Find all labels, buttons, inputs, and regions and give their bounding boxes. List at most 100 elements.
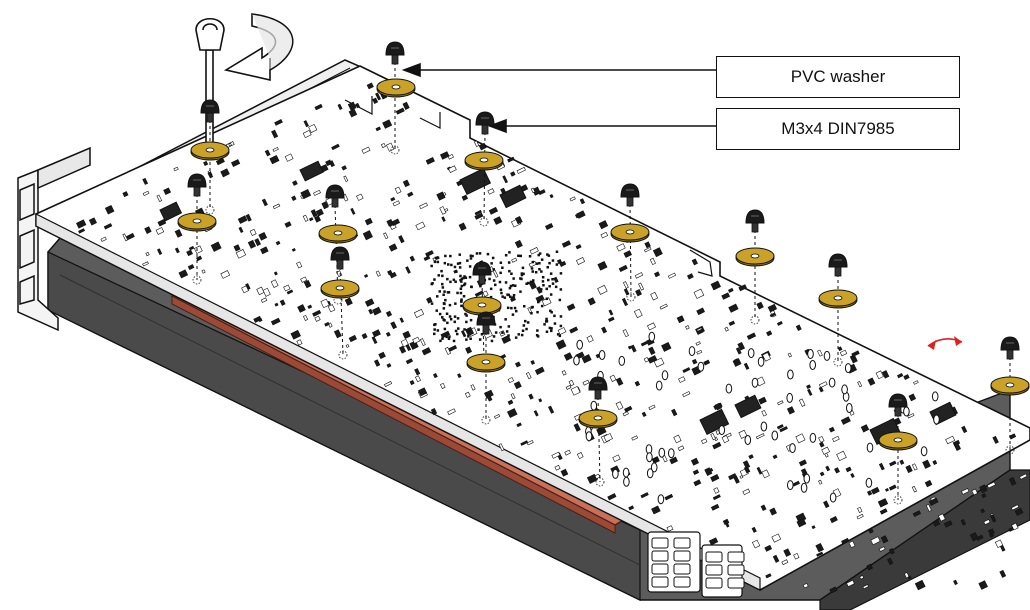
smd-component bbox=[343, 175, 349, 183]
smd-component bbox=[371, 329, 381, 338]
smd-component bbox=[676, 315, 685, 324]
gpu-core-pad bbox=[490, 262, 493, 265]
smd-component bbox=[430, 408, 438, 416]
smd-component bbox=[612, 454, 621, 463]
mount-hole-mark bbox=[481, 415, 491, 425]
gpu-core-pad bbox=[459, 291, 463, 295]
mount-hole-mark bbox=[338, 350, 348, 360]
smd-component bbox=[235, 249, 247, 259]
screw-icon bbox=[476, 311, 496, 335]
smd-component bbox=[356, 193, 364, 201]
gpu-core-pad bbox=[466, 259, 469, 262]
gpu-core-pad bbox=[501, 266, 504, 269]
smd-component bbox=[292, 180, 298, 186]
gpu-core-pad bbox=[550, 311, 553, 314]
gpu-core-pad bbox=[512, 277, 515, 280]
callout-arrows bbox=[401, 62, 716, 134]
smd-component bbox=[696, 307, 705, 316]
smd-component bbox=[279, 299, 286, 306]
gpu-core-pad bbox=[449, 254, 452, 258]
smd-component bbox=[742, 460, 751, 469]
smd-component bbox=[325, 159, 333, 167]
connector-pin bbox=[651, 537, 669, 549]
smd-component bbox=[643, 246, 652, 253]
gpu-core-pad bbox=[550, 327, 553, 330]
smd-component bbox=[746, 332, 757, 340]
smd-component bbox=[525, 371, 532, 380]
gpu-core-pad bbox=[555, 263, 559, 266]
gpu-core-pad bbox=[469, 257, 473, 260]
smd-component bbox=[795, 433, 806, 444]
smd-component bbox=[511, 257, 518, 263]
smd-component bbox=[640, 492, 649, 499]
smd-component bbox=[862, 584, 869, 590]
smd-component bbox=[607, 493, 617, 501]
smd-component bbox=[878, 546, 886, 552]
gpu-core-pad bbox=[458, 261, 462, 265]
smd-component bbox=[815, 542, 824, 553]
smd-component bbox=[382, 119, 393, 129]
smd-component bbox=[254, 238, 261, 247]
gpu-core-pad bbox=[551, 282, 555, 285]
smd-component bbox=[859, 575, 865, 580]
inductor bbox=[931, 391, 939, 402]
gpu-core-pad bbox=[436, 295, 439, 298]
gpu-core-pad bbox=[519, 290, 522, 293]
smd-component bbox=[307, 304, 313, 309]
smd-component bbox=[728, 473, 737, 481]
gpu-core-pad bbox=[456, 332, 459, 336]
smd-component bbox=[555, 339, 567, 350]
smd-component bbox=[425, 250, 434, 257]
smd-component bbox=[832, 435, 840, 443]
pci-bracket bbox=[17, 146, 91, 332]
smd-component bbox=[547, 405, 555, 414]
smd-component bbox=[245, 283, 251, 290]
gpu-core-pad bbox=[459, 274, 462, 278]
smd-component bbox=[474, 209, 482, 216]
gpu-core-pad bbox=[512, 294, 516, 297]
smd-component bbox=[896, 372, 904, 379]
smd-component bbox=[601, 326, 608, 334]
smd-component bbox=[402, 101, 410, 110]
smd-component bbox=[608, 309, 614, 316]
smd-component bbox=[103, 223, 113, 230]
smd-component bbox=[375, 92, 382, 101]
gpu-core-pad bbox=[521, 266, 525, 270]
gpu-core-pad bbox=[437, 274, 440, 277]
gpu-core-pad bbox=[444, 254, 447, 258]
inductor bbox=[650, 462, 658, 473]
smd-component bbox=[458, 222, 467, 231]
gpu-core-pad bbox=[501, 331, 504, 334]
smd-component bbox=[371, 336, 378, 345]
smd-component bbox=[514, 361, 521, 368]
smd-component bbox=[1011, 522, 1019, 531]
gpu-core-pad bbox=[447, 337, 451, 340]
smd-component bbox=[501, 334, 512, 344]
smd-component bbox=[193, 245, 203, 254]
smd-component bbox=[303, 279, 312, 289]
smd-component bbox=[210, 241, 222, 252]
smd-component bbox=[513, 381, 522, 390]
smd-component bbox=[582, 379, 590, 386]
inductor bbox=[661, 370, 669, 381]
smd-component bbox=[888, 484, 897, 491]
connector-pin bbox=[673, 576, 691, 588]
gpu-core-pad bbox=[445, 312, 449, 315]
smd-component bbox=[911, 463, 918, 471]
smd-component bbox=[314, 315, 321, 322]
alignment-line bbox=[481, 281, 485, 361]
smd-component bbox=[413, 308, 425, 318]
smd-component bbox=[300, 276, 308, 283]
gpu-core-pad bbox=[469, 337, 472, 340]
gpu-core-pad bbox=[508, 269, 511, 273]
smd-component bbox=[669, 456, 678, 465]
smd-component bbox=[565, 385, 572, 390]
smd-component bbox=[284, 221, 292, 228]
smd-component bbox=[392, 200, 401, 207]
smd-component bbox=[507, 377, 515, 384]
smd-component bbox=[321, 201, 329, 210]
smd-component bbox=[751, 539, 761, 549]
callout-pvc-washer-text: PVC washer bbox=[790, 67, 886, 86]
smd-component bbox=[407, 191, 414, 198]
gpu-core-pad bbox=[510, 272, 513, 275]
